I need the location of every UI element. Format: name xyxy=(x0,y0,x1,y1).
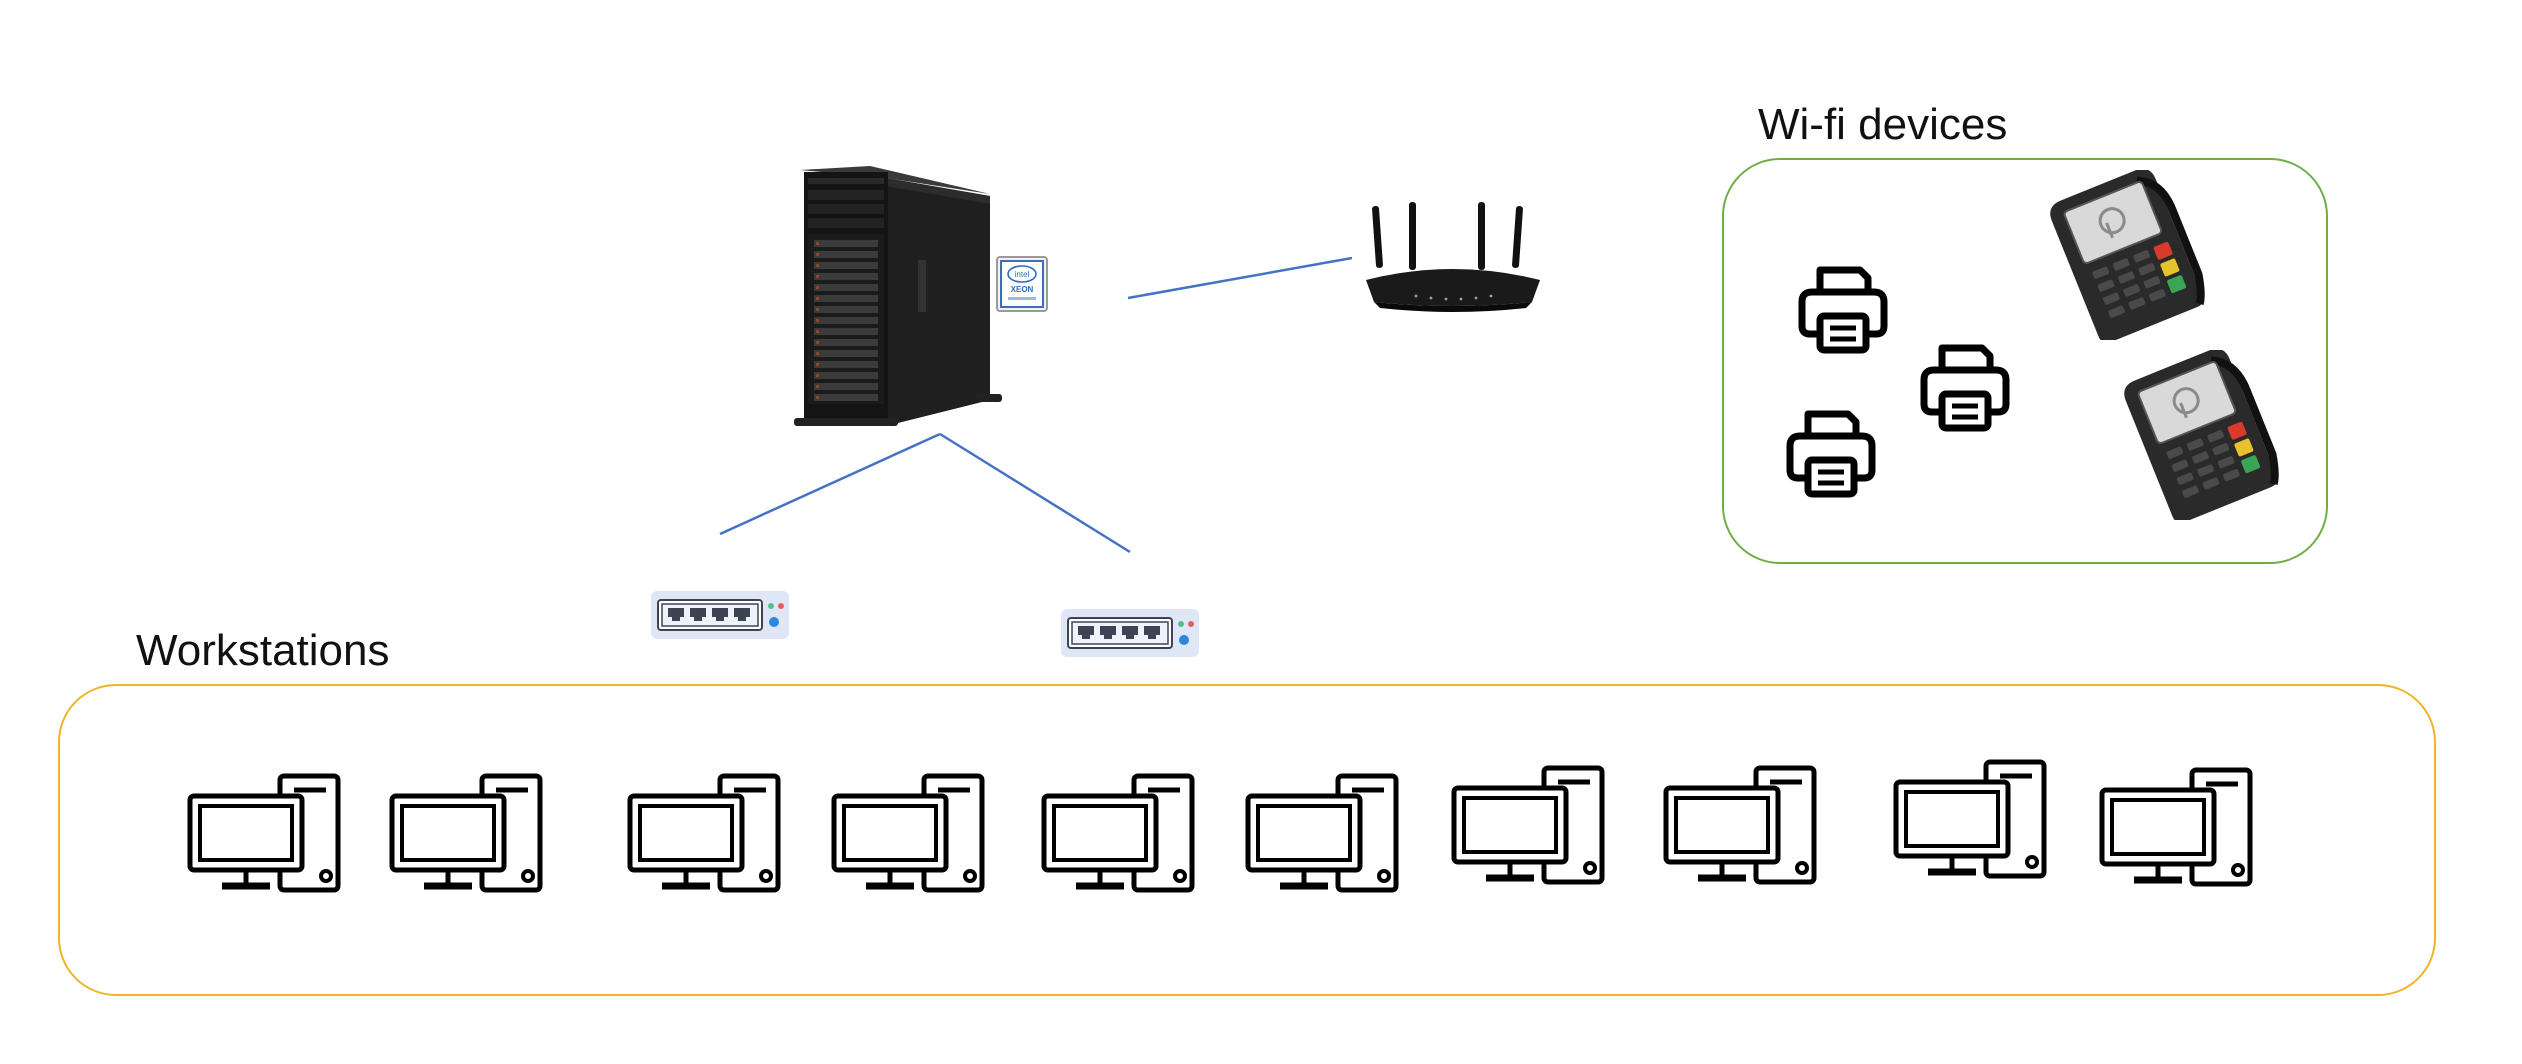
network-switch-icon xyxy=(1061,609,1199,657)
cpu-badge-brand: intel xyxy=(1015,270,1030,279)
tower-server-icon xyxy=(794,166,1002,426)
printer-icon xyxy=(1798,266,1888,354)
server-to-router-line xyxy=(1127,256,1353,300)
wifi-devices-group xyxy=(1722,158,2328,564)
server-to-switch-2-line xyxy=(939,432,1131,554)
desktop-computer-icon xyxy=(1893,759,2047,879)
printer-icon xyxy=(1920,344,2010,432)
printer-icon xyxy=(1786,410,1876,498)
desktop-computer-icon xyxy=(627,773,781,893)
desktop-computer-icon xyxy=(1245,773,1399,893)
network-switch-icon xyxy=(651,591,789,639)
pos-payment-terminal-icon xyxy=(2124,350,2279,520)
desktop-computer-icon xyxy=(389,773,543,893)
desktop-computer-icon xyxy=(187,773,341,893)
cpu-badge-model: XEON xyxy=(1011,285,1034,294)
intel-xeon-badge-icon: intel XEON xyxy=(996,256,1048,312)
desktop-computer-icon xyxy=(2099,767,2253,887)
server-to-switch-1-line xyxy=(719,432,941,536)
workstations-group xyxy=(58,684,2436,996)
wifi-devices-label: Wi-fi devices xyxy=(1758,100,2008,149)
desktop-computer-icon xyxy=(831,773,985,893)
pos-payment-terminal-icon xyxy=(2050,170,2205,340)
wifi-router-icon xyxy=(1366,202,1540,312)
workstations-label: Workstations xyxy=(136,626,390,675)
desktop-computer-icon xyxy=(1041,773,1195,893)
desktop-computer-icon xyxy=(1663,765,1817,885)
desktop-computer-icon xyxy=(1451,765,1605,885)
drive-bays xyxy=(814,240,878,401)
